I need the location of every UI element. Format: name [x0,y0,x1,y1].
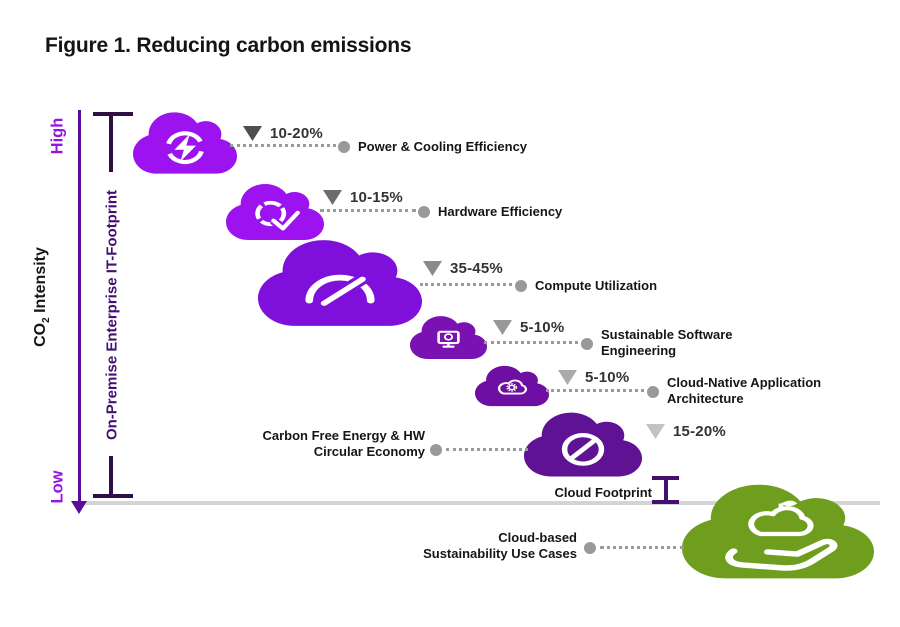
cloud-compute [258,240,422,326]
reduction-badge-compute: 35-45% [423,260,503,277]
cloud-carbon-free [524,412,642,477]
reduction-badge-hardware: 10-15% [323,189,403,206]
cloud-software [410,316,487,359]
ibeam-stem [664,478,668,504]
reduction-percent: 15-20% [673,423,726,440]
connector-line [446,448,528,451]
step-label-compute: Compute Utilization [535,278,658,293]
step-label-power-cooling: Power & Cooling Efficiency [358,139,528,154]
down-triangle-icon [558,370,577,385]
connector-line [320,209,416,212]
cloud-footprint-label: Cloud Footprint [554,485,652,500]
bracket-bottom-cap [93,494,133,498]
reduction-badge-software: 5-10% [493,319,564,336]
bracket-bottom-stub [109,456,113,497]
bracket-label: On-Premise Enterprise IT-Footprint [103,189,121,441]
down-triangle-icon [323,190,342,205]
cloud-cloud-native [475,365,549,407]
ibeam-bottom-cap [652,500,679,504]
gauge-icon [305,272,375,309]
reduction-percent: 5-10% [520,319,565,336]
down-triangle-icon [493,320,512,335]
axis-low-label: Low [48,470,67,504]
connector-line [600,546,684,549]
axis-high-label: High [48,117,67,155]
reduction-badge-power-cooling: 10-20% [243,125,323,142]
connector-dot [581,338,593,350]
connector-dot [515,280,527,292]
reduction-percent: 35-45% [450,260,503,277]
connector-dot [418,206,430,218]
down-triangle-icon [423,261,442,276]
axis-arrow-down-icon [71,501,87,514]
connector-line [230,144,336,147]
connector-line [546,389,644,392]
cloud-power-cooling [133,112,237,174]
y-axis-line [78,110,81,502]
hand-holding-cloud-icon [725,500,838,571]
connector-line [484,341,578,344]
monitor-idea-icon [437,330,460,348]
axis-co2-intensity-label: CO2 Intensity [31,247,53,347]
energy-bolt-icon [165,131,205,165]
reduction-badge-cloud-native: 5-10% [558,369,629,386]
connector-dot [430,444,442,456]
cloud-gear-icon [497,379,528,395]
reduction-badge-carbon-free: 15-20% [646,423,726,440]
reduction-percent: 10-20% [270,125,323,142]
bracket-top-stub [109,114,113,172]
reduction-percent: 5-10% [585,369,630,386]
gear-check-icon [255,200,302,235]
down-triangle-icon [646,424,665,439]
cloud-sustainability-green [682,484,874,579]
reduction-percent: 10-15% [350,189,403,206]
bracket-top-cap [93,112,133,116]
baseline [74,501,880,505]
connector-dot [584,542,596,554]
step-label-hardware: Hardware Efficiency [438,204,563,219]
connector-line [420,283,512,286]
cloud-hardware [226,184,324,240]
no-sign-icon [561,432,605,466]
connector-dot [647,386,659,398]
figure-title: Figure 1. Reducing carbon emissions [45,34,412,57]
down-triangle-icon [243,126,262,141]
connector-dot [338,141,350,153]
